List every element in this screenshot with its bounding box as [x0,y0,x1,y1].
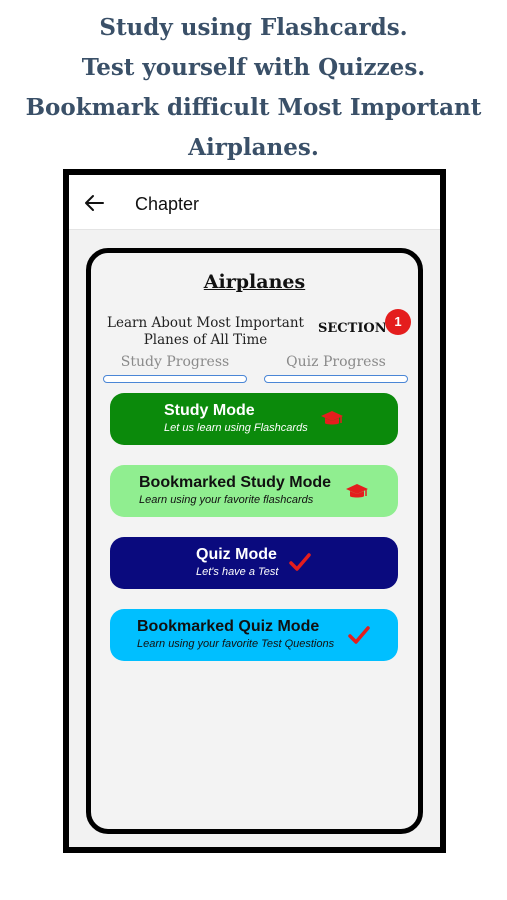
quiz-mode-subtitle: Let's have a Test [196,566,279,578]
phone-frame: Chapter Airplanes Learn About Most Impor… [63,169,446,853]
bookmarked-quiz-mode-title: Bookmarked Quiz Mode [137,618,320,635]
graduation-cap-icon [321,411,343,425]
chapter-description: Learn About Most Important Planes of All… [107,315,304,348]
checkmark-icon [289,553,311,571]
graduation-cap-icon [346,484,368,498]
study-mode-button[interactable]: Study Mode Let us learn using Flashcards [110,393,398,445]
study-progress-bar [103,375,247,383]
promo-line-3: Bookmark difficult Most Important [25,94,482,121]
bookmarked-quiz-mode-subtitle: Learn using your favorite Test Questions [137,638,335,650]
app-bar: Chapter [69,175,440,230]
checkmark-icon [348,626,370,644]
app-bar-title: Chapter [135,194,200,214]
quiz-progress-bar [264,375,408,383]
promo-text: Study using Flashcards. Test yourself wi… [0,8,507,168]
section-number-badge: 1 [385,309,411,335]
study-progress-label: Study Progress [120,354,230,370]
bookmarked-study-mode-title: Bookmarked Study Mode [139,474,332,491]
bookmarked-quiz-mode-button[interactable]: Bookmarked Quiz Mode Learn using your fa… [110,609,398,661]
quiz-progress-label: Quiz Progress [286,354,386,370]
quiz-mode-button[interactable]: Quiz Mode Let's have a Test [110,537,398,589]
promo-line-2: Test yourself with Quizzes. [81,54,426,81]
promo-line-1: Study using Flashcards. [99,14,408,41]
bookmarked-study-mode-subtitle: Learn using your favorite flashcards [139,494,314,506]
bookmarked-study-mode-button[interactable]: Bookmarked Study Mode Learn using your f… [110,465,398,517]
study-mode-subtitle: Let us learn using Flashcards [164,422,308,434]
promo-line-4: Airplanes. [188,134,319,161]
arrow-left-icon[interactable] [83,193,105,213]
quiz-mode-title: Quiz Mode [196,546,277,563]
section-label: SECTION [318,321,387,336]
chapter-title: Airplanes [203,271,306,293]
chapter-card: Airplanes Learn About Most Important Pla… [86,248,423,834]
study-mode-title: Study Mode [164,402,255,419]
